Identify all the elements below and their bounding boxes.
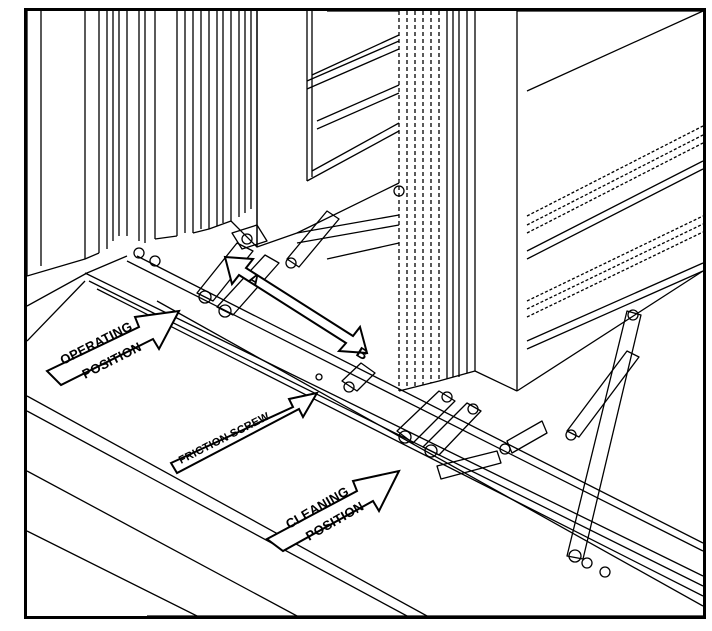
hinge-illustration: A B OPERATING POSITION FRICTION SCREW CL… xyxy=(27,11,703,616)
track-screws xyxy=(133,247,611,578)
foreground-leaf xyxy=(398,11,703,392)
operating-position-callout: OPERATING POSITION xyxy=(45,309,181,387)
cleaning-hinge xyxy=(396,309,642,563)
diagram-frame: A B OPERATING POSITION FRICTION SCREW CL… xyxy=(24,8,706,619)
middle-leaf xyxy=(256,11,400,248)
travel-arrow xyxy=(223,255,369,355)
cleaning-position-callout: CLEANING POSITION xyxy=(265,469,401,553)
friction-screw-callout: FRICTION SCREW xyxy=(169,391,320,475)
friction-screw-label: FRICTION SCREW xyxy=(177,410,272,466)
folded-leaves xyxy=(138,11,258,248)
stay-arms xyxy=(296,185,405,260)
bottom-track xyxy=(27,255,703,616)
left-jamb xyxy=(27,11,128,277)
